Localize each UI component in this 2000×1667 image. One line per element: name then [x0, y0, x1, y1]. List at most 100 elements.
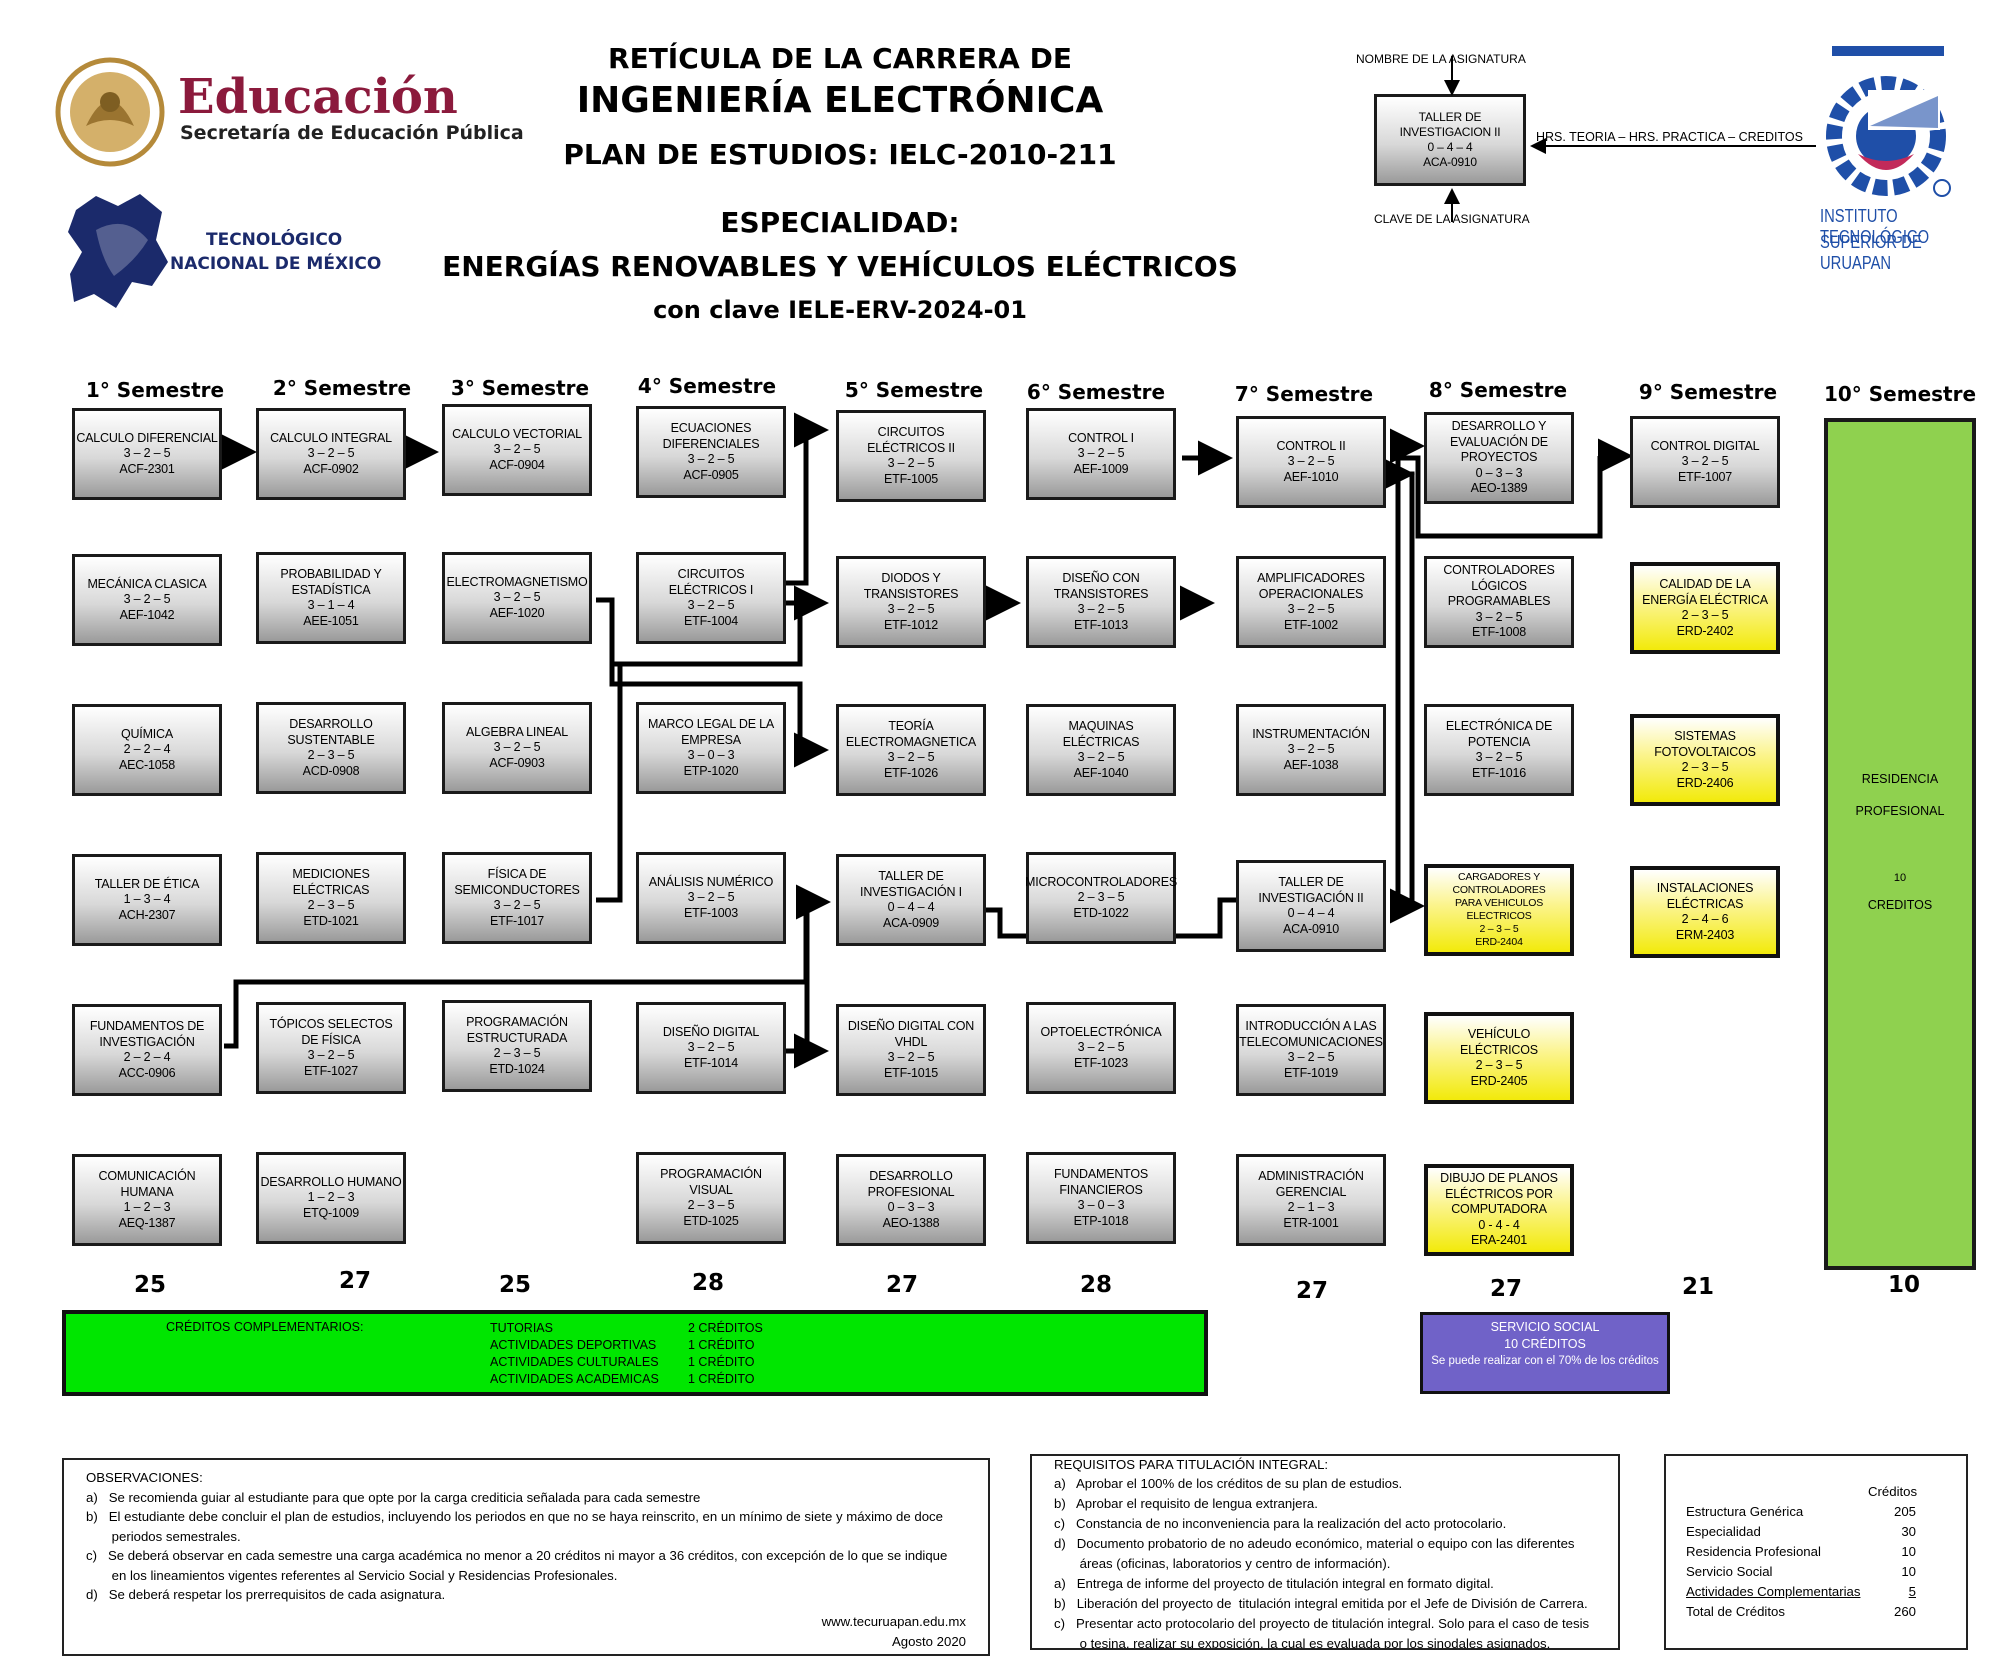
- course-name: OPTOELECTRÓNICA: [1040, 1024, 1162, 1039]
- course-hours: 3 – 2 – 5: [1077, 446, 1125, 461]
- course-code: AEF-1020: [489, 605, 545, 620]
- course-name: INSTALACIONES ELÉCTRICAS: [1656, 881, 1754, 911]
- creditos-header: Créditos: [1868, 1484, 1918, 1499]
- course-hours: 3 – 1 – 4: [307, 598, 355, 612]
- course-name: CARGADORES Y CONTROLADORES PARA VEHICULO…: [1452, 871, 1546, 922]
- course-code: AEF-1009: [1073, 461, 1129, 476]
- title-line6: con clave IELE-ERV-2024-01: [653, 296, 1027, 324]
- creditos-row-label: Actividades Complementarias: [1686, 1584, 1861, 1599]
- course-name: DISEÑO DIGITAL CON VHDL: [847, 1019, 975, 1049]
- semester-1-label: 1° Semestre: [85, 378, 225, 402]
- course-name: DISEÑO DIGITAL: [662, 1024, 760, 1039]
- creditos-row: Actividades Complementarias 5: [1686, 1582, 1916, 1602]
- course-hours: 2 – 3 – 5: [307, 748, 355, 762]
- course-name: CONTROL I: [1068, 430, 1134, 445]
- course-code: ERD-2405: [1470, 1073, 1528, 1088]
- course-code: ETF-1003: [684, 905, 738, 920]
- legend-name-label: NOMBRE DE LA ASIGNATURA: [1356, 52, 1526, 66]
- title-line4: ESPECIALIDAD:: [720, 206, 960, 239]
- course-name: PROGRAMACIÓN VISUAL: [660, 1167, 762, 1197]
- course-hours: 2 – 3 – 5: [1475, 1058, 1523, 1072]
- observaciones-line: c) Se deberá observar en cada semestre u…: [86, 1548, 948, 1563]
- title-line2: INGENIERÍA ELECTRÓNICA: [576, 80, 1104, 121]
- observaciones-box: OBSERVACIONES: a) Se recomienda guiar al…: [62, 1458, 990, 1656]
- course-code: AEQ-1387: [118, 1215, 176, 1230]
- observaciones-line: d) Se deberá respetar los prerrequisitos…: [86, 1587, 446, 1602]
- course-name: CALCULO DIFERENCIAL: [76, 430, 218, 445]
- course-name: TALLER DE INVESTIGACIÓN I: [860, 869, 962, 899]
- creditos-row-value: 10: [1901, 1564, 1916, 1579]
- course-name: QUÍMICA: [120, 726, 174, 741]
- course-code: ETF-1012: [884, 617, 938, 632]
- course-hours: 3 – 2 – 5: [1077, 1040, 1125, 1055]
- course-hours: 1 – 2 – 3: [307, 1190, 355, 1205]
- course-hours: 3 – 2 – 5: [123, 446, 171, 461]
- creditos-row-value: 10: [1901, 1544, 1916, 1559]
- course-hours: 3 – 2 – 5: [1287, 742, 1335, 757]
- legend-sample-code: ACA-0910: [1423, 155, 1477, 169]
- legend-sample-course: TALLER DE INVESTIGACION II 0 – 4 – 4 ACA…: [1374, 94, 1526, 186]
- course-hours: 2 – 3 – 5: [1681, 760, 1729, 774]
- complementarios-names: TUTORIAS ACTIVIDADES DEPORTIVAS ACTIVIDA…: [490, 1320, 659, 1388]
- course-code: ACF-0903: [489, 755, 545, 770]
- course-name: CONTROL DIGITAL: [1650, 438, 1760, 453]
- sep-subtitle: Secretaría de Educación Pública: [180, 122, 524, 144]
- course-name: ADMINISTRACIÓN GERENCIAL: [1258, 1169, 1364, 1199]
- course-name: MECÁNICA CLASICA: [87, 576, 207, 591]
- course-code: ACF-0902: [303, 461, 359, 476]
- course-hours: 3 – 2 – 5: [887, 456, 935, 470]
- semester-7-label: 7° Semestre: [1234, 382, 1374, 406]
- requisitos-title: REQUISITOS PARA TITULACIÓN INTEGRAL:: [1054, 1457, 1329, 1472]
- creditos-row: Residencia Profesional 10: [1686, 1542, 1916, 1562]
- semester-4-total: 28: [691, 1270, 724, 1296]
- servicio-line2: 10 CRÉDITOS: [1504, 1337, 1586, 1351]
- course-code: ETP-1020: [683, 763, 739, 778]
- semester-9-label: 9° Semestre: [1638, 380, 1778, 404]
- semester-6-total: 28: [1079, 1272, 1112, 1298]
- course-name: TEORÍA ELECTROMAGNETICA: [845, 719, 977, 749]
- course-name: ALGEBRA LINEAL: [465, 724, 569, 739]
- complementarios-item-credits: 1 CRÉDITO: [688, 1338, 755, 1352]
- course-code: ERM-2403: [1675, 927, 1735, 942]
- course-code: ETD-1021: [303, 913, 359, 928]
- course-name: DESARROLLO HUMANO: [260, 1174, 402, 1189]
- course-name: INSTRUMENTACIÓN: [1252, 726, 1370, 741]
- creditos-row-label: Residencia Profesional: [1686, 1544, 1821, 1559]
- course-code: AEO-1389: [1470, 481, 1528, 496]
- course-name: INTRODUCCIÓN A LAS TELECOMUNICACIONES: [1239, 1019, 1383, 1049]
- semester-2-total: 27: [338, 1268, 371, 1294]
- semester-10-label: 10° Semestre: [1823, 382, 1977, 406]
- course-name: MICROCONTROLADORES: [1025, 874, 1177, 889]
- creditos-row-value: 5: [1908, 1584, 1916, 1599]
- itsu-line1: INSTITUTO TECNOLÓGICO: [1820, 206, 1930, 247]
- course-card: CARGADORES Y CONTROLADORES PARA VEHICULO…: [1424, 864, 1574, 956]
- residencia-line3: 10: [1893, 872, 1907, 884]
- residencia-line2: PROFESIONAL: [1855, 804, 1945, 818]
- requisitos-line: a) Aprobar el 100% de los créditos de su…: [1054, 1476, 1403, 1491]
- semester-3-label: 3° Semestre: [450, 376, 590, 400]
